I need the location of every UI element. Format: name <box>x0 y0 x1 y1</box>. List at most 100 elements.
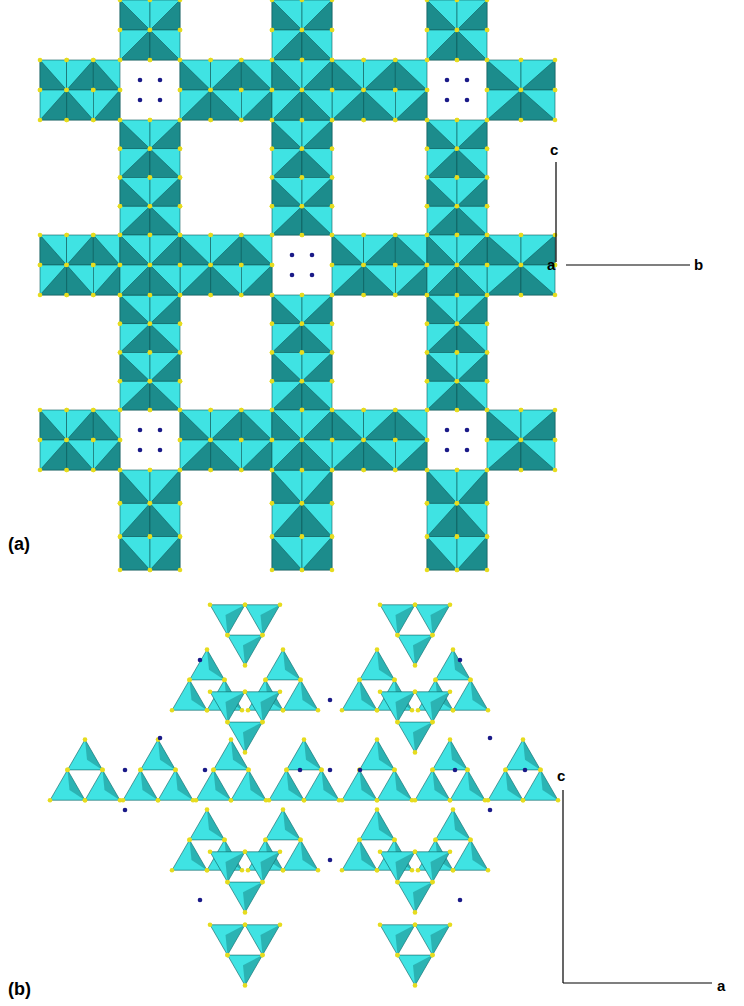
oxygen-atom <box>485 118 490 123</box>
oxygen-atom <box>455 175 460 180</box>
octahedron <box>302 149 332 178</box>
oxygen-atom <box>91 438 96 443</box>
oxygen-atom <box>430 953 435 958</box>
oxygen-atom <box>260 720 265 725</box>
oxygen-atom <box>340 798 345 803</box>
oxygen-atom <box>393 88 398 93</box>
tetrahedron <box>228 882 263 912</box>
oxygen-atom <box>430 768 435 773</box>
oxygen-atom <box>300 501 305 506</box>
cation-atom <box>488 736 493 741</box>
oxygen-atom <box>205 708 210 713</box>
oxygen-atom <box>178 28 183 33</box>
octahedron <box>427 265 457 295</box>
oxygen-atom <box>330 408 335 413</box>
octahedron-face <box>427 149 457 178</box>
oxygen-atom <box>64 88 69 93</box>
oxygen-atom <box>148 568 153 573</box>
tetrahedron-face <box>214 770 232 800</box>
oxygen-atom <box>225 720 230 725</box>
octahedron <box>487 60 521 90</box>
oxygen-atom <box>425 58 430 63</box>
octahedron-face <box>67 440 94 470</box>
oxygen-atom <box>393 408 398 413</box>
octahedron <box>272 353 302 382</box>
octahedron <box>302 120 332 149</box>
oxygen-atom <box>519 263 524 268</box>
oxygen-atom <box>425 146 430 151</box>
oxygen-atom <box>503 768 508 773</box>
oxygen-atom <box>519 88 524 93</box>
oxygen-atom <box>455 350 460 355</box>
oxygen-atom <box>260 720 265 725</box>
oxygen-atom <box>148 118 153 123</box>
oxygen-atom <box>148 233 153 238</box>
oxygen-atom <box>300 175 305 180</box>
oxygen-atom <box>485 88 490 93</box>
oxygen-atom <box>83 798 88 803</box>
oxygen-atom <box>118 118 123 123</box>
oxygen-atom <box>485 204 490 209</box>
octahedron-face <box>120 235 150 265</box>
panel-label: (b) <box>8 980 31 998</box>
octahedron <box>150 381 180 410</box>
oxygen-atom <box>300 175 305 180</box>
oxygen-atom <box>91 263 96 268</box>
tetrahedron-face <box>207 650 225 680</box>
oxygen-atom <box>118 321 123 326</box>
oxygen-atom <box>178 118 183 123</box>
octahedron-face <box>427 537 457 570</box>
oxygen-atom <box>178 263 183 268</box>
oxygen-atom <box>148 379 153 384</box>
octahedron-face <box>211 440 242 470</box>
octahedron <box>457 149 487 178</box>
oxygen-atom <box>395 720 400 725</box>
oxygen-atom <box>393 263 398 268</box>
oxygen-atom <box>91 263 96 268</box>
octahedron-face <box>93 235 120 265</box>
oxygen-atom <box>455 146 460 151</box>
oxygen-atom <box>148 501 153 506</box>
axis-lines <box>556 162 712 983</box>
octahedron <box>120 353 150 382</box>
oxygen-atom <box>425 233 430 238</box>
oxygen-atom <box>455 263 460 268</box>
oxygen-atom <box>485 28 490 33</box>
octahedron-face <box>150 353 180 382</box>
oxygen-atom <box>448 737 453 742</box>
oxygen-atom <box>118 350 123 355</box>
octahedron <box>272 149 302 178</box>
octahedron <box>272 410 302 440</box>
octahedron-face <box>272 120 302 149</box>
oxygen-atom <box>300 321 305 326</box>
octahedron-face <box>521 90 555 120</box>
tetrahedron <box>415 925 450 955</box>
octahedron-face <box>40 265 67 295</box>
oxygen-atom <box>278 602 283 607</box>
oxygen-atom <box>455 408 460 413</box>
oxygen-atom <box>118 379 123 384</box>
oxygen-atom <box>503 768 508 773</box>
oxygen-atom <box>270 28 275 33</box>
oxygen-atom <box>64 233 69 238</box>
tetrahedron <box>360 810 395 840</box>
tetrahedron-face <box>431 925 451 955</box>
oxygen-atom <box>118 233 123 238</box>
tetrahedron-face <box>283 650 301 680</box>
oxygen-atom <box>451 647 456 652</box>
oxygen-atom <box>148 379 153 384</box>
oxygen-atom <box>300 438 305 443</box>
octahedron-face <box>302 206 332 235</box>
tetrahedron <box>283 680 318 710</box>
oxygen-atom <box>300 534 305 539</box>
oxygen-atom <box>538 768 543 773</box>
oxygen-atom <box>302 798 307 803</box>
octahedron <box>211 265 242 295</box>
oxygen-atom <box>64 438 69 443</box>
octahedron <box>211 60 242 90</box>
oxygen-atom <box>222 678 227 683</box>
oxygen-atom <box>430 633 435 638</box>
octahedron-face <box>272 295 302 324</box>
oxygen-atom <box>300 379 305 384</box>
oxygen-atom <box>519 233 524 238</box>
